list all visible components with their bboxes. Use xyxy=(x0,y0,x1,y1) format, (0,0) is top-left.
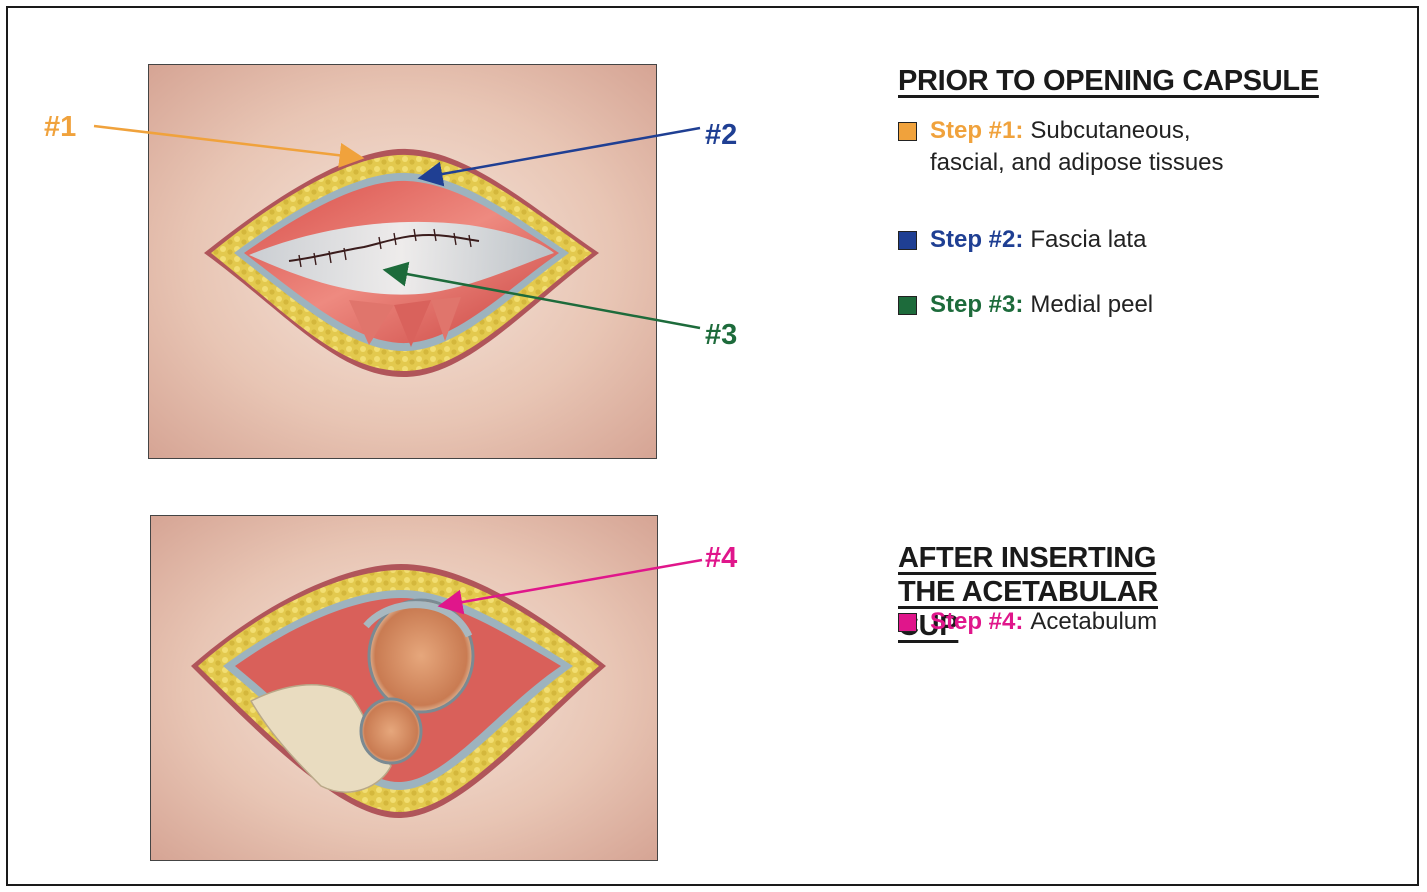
step-4-label: Step #4: xyxy=(930,608,1023,635)
legend-step-1: Step #1:Subcutaneous, fascial, and adipo… xyxy=(898,115,1255,179)
step-1-text-block: Step #1:Subcutaneous, fascial, and adipo… xyxy=(930,115,1255,179)
step-1-label: Step #1: xyxy=(930,117,1023,144)
callout-1-label: #1 xyxy=(44,112,76,142)
legend-step-2: Step #2: Fascia lata xyxy=(898,224,1146,256)
section-heading-prior: PRIOR TO OPENING CAPSULE xyxy=(898,64,1319,98)
legend-step-4: Step #4: Acetabulum xyxy=(898,606,1157,638)
callout-1-arrow xyxy=(94,126,362,158)
callout-3-label: #3 xyxy=(705,320,737,350)
callout-2-arrow xyxy=(420,128,700,178)
callout-2-label: #2 xyxy=(705,120,737,150)
step-3-label: Step #3: xyxy=(930,291,1023,318)
step-2-description: Fascia lata xyxy=(1030,226,1146,253)
callout-3-arrow xyxy=(385,270,700,328)
step-3-swatch xyxy=(898,296,917,315)
step-3-description: Medial peel xyxy=(1030,291,1153,318)
step-4-description: Acetabulum xyxy=(1030,608,1157,635)
legend-step-3: Step #3: Medial peel xyxy=(898,289,1153,321)
step-2-swatch xyxy=(898,231,917,250)
step-2-label: Step #2: xyxy=(930,226,1023,253)
callout-4-label: #4 xyxy=(705,543,737,573)
step-4-swatch xyxy=(898,613,917,632)
callout-4-arrow xyxy=(440,560,702,606)
step-1-swatch xyxy=(898,122,917,141)
